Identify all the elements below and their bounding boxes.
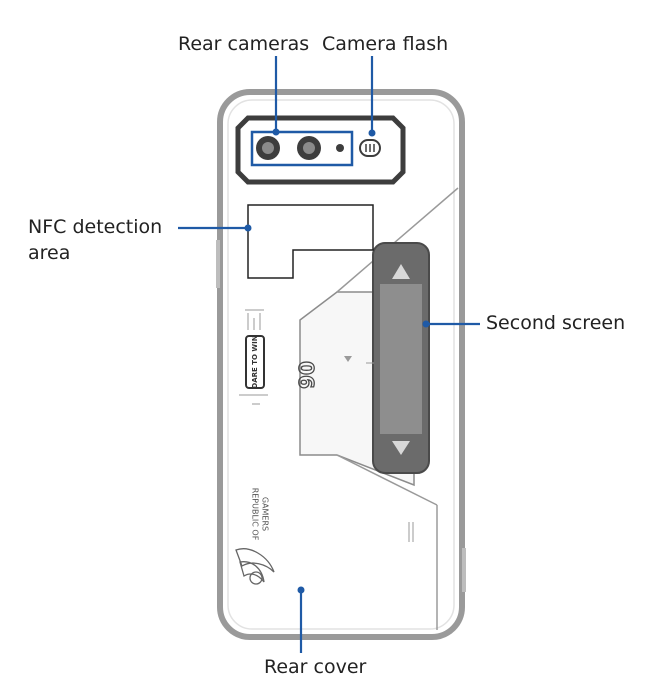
rear-cameras-label: Rear cameras: [178, 33, 310, 55]
small-triangle-icon: [344, 356, 352, 362]
side-button-right: [462, 548, 466, 592]
slogan-badge: DARE TO WIN: [245, 335, 265, 389]
rog-logo-icon: [235, 548, 275, 585]
model-badge-text: 06: [294, 361, 318, 389]
brand-text-line1: REPUBLIC OF: [251, 488, 260, 541]
nfc-callout-dot: [244, 224, 252, 232]
macro-camera-lens-icon: [336, 144, 344, 152]
second-screen-label: Second screen: [486, 312, 626, 334]
camera-module: [235, 115, 406, 185]
decorative-marks: [239, 309, 414, 542]
brand-mark: REPUBLIC OF GAMERS: [235, 488, 275, 585]
slogan-badge-frame: [245, 335, 265, 389]
second-screen-arrow-up-icon: [392, 264, 410, 279]
callout-lines: [178, 56, 480, 653]
phone-inner-edge: [227, 99, 455, 630]
nfc-detection-label-line2: area: [28, 242, 71, 264]
camera-flash-label: Camera flash: [322, 33, 449, 55]
side-button-left: [216, 240, 220, 288]
rear-cover-label: Rear cover: [264, 656, 367, 678]
nfc-detection-label-line1: NFC detection: [28, 216, 163, 238]
brand-text-line2: GAMERS: [261, 497, 270, 531]
rear-cover-callout-dot: [297, 586, 305, 594]
wide-camera-lens-inner: [303, 142, 315, 154]
main-camera-lens-inner: [262, 142, 274, 154]
second-screen-display: [380, 284, 422, 434]
second-screen-callout-dot: [422, 320, 430, 328]
slogan-badge-text: DARE TO WIN: [251, 335, 259, 388]
second-screen-arrow-down-icon: [392, 441, 410, 455]
camera-flash-callout-dot: [368, 129, 376, 137]
second-screen: [372, 242, 430, 474]
diagonal-line-top: [336, 187, 459, 293]
diagonal-line-bottom: [336, 454, 438, 506]
nfc-detection-area-shape: [247, 204, 374, 279]
rear-cameras-highlight-box: [250, 130, 354, 167]
rear-cameras-callout-dot: [272, 128, 280, 136]
